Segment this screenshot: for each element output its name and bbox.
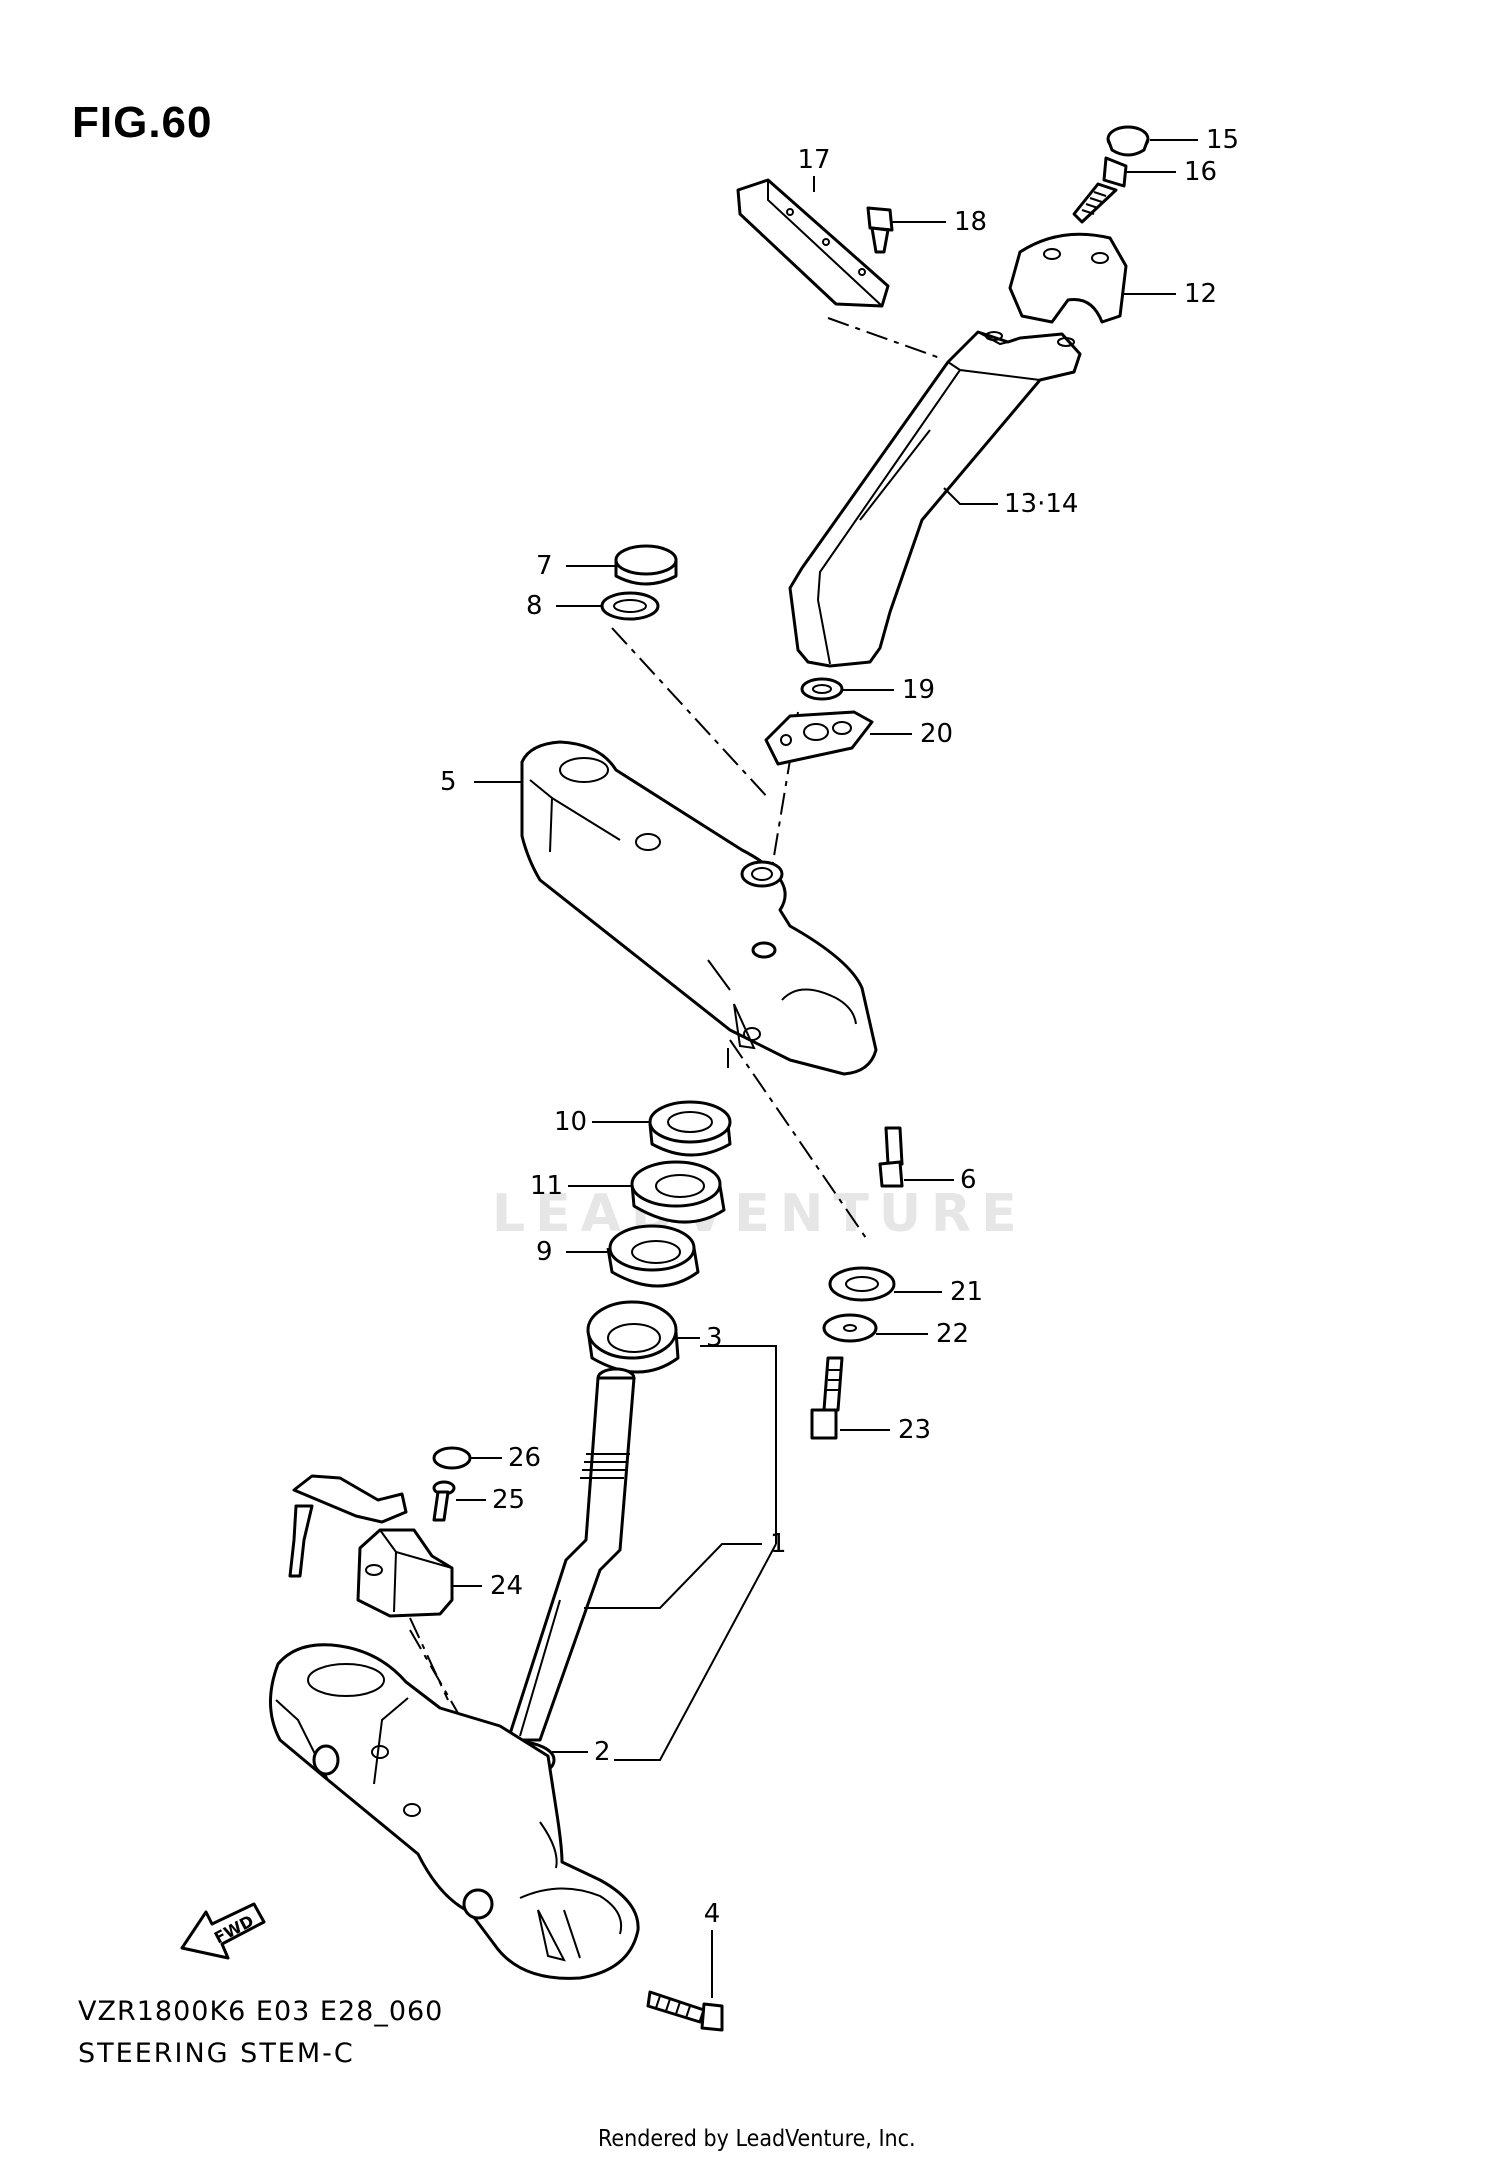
callout-label-14: 15 [1206,125,1239,155]
part-26-cap [432,1446,472,1470]
callout-label-23: 24 [490,1571,523,1601]
callout-label-12: 12 [1184,279,1217,309]
callout-label-8: 8 [526,591,543,621]
callout-label-24: 25 [492,1485,525,1515]
part-23-bolt [810,1356,844,1440]
callout-label-15: 16 [1184,157,1217,187]
part-3-bearing [586,1300,680,1374]
callout-label-19: 20 [920,719,953,749]
callout-label-4: 4 [704,1899,721,1929]
diagram-subtitle: STEERING STEM-C [78,2038,355,2069]
part-8-washer [600,591,660,621]
callout-labels: 12345678910111213·1415161718192021222324… [440,125,1239,1929]
part-22-washer [822,1313,878,1343]
part-13-14-handlebar [788,330,1082,668]
watermark: LEADVENTURE [492,1184,1027,1244]
stem-bracket-leader [614,1345,777,1761]
part-15-cap [1106,125,1150,157]
part-5-upper-bracket [520,740,878,1076]
part-18-bolt [866,206,894,254]
part-24-steering-lock [288,1474,454,1618]
part-20-plate [764,710,874,766]
part-6-bolt [878,1126,904,1188]
callout-label-25: 26 [508,1443,541,1473]
part-7-nut [614,544,678,586]
callout-label-1: 1 [770,1529,787,1559]
model-code: VZR1800K6 E03 E28_060 [78,1996,444,2027]
callout-label-22: 23 [898,1415,931,1445]
part-16-bolt [1072,156,1128,224]
footer-credit: Rendered by LeadVenture, Inc. [598,2126,916,2152]
part-11-seal [630,1160,726,1224]
part-19-washer [800,677,844,701]
callout-label-20: 21 [950,1277,983,1307]
callout-label-9: 9 [536,1237,553,1267]
part-25-screw [432,1480,456,1522]
fwd-arrow-icon: FWD [180,1902,266,1960]
callout-label-2: 2 [594,1737,611,1767]
callout-label-13: 13·14 [1004,489,1078,519]
callout-label-7: 7 [536,551,553,581]
callout-label-17: 18 [954,207,987,237]
callout-label-6: 6 [960,1165,977,1195]
lower-bracket [268,1643,640,1980]
part-17-plate [736,178,890,308]
callout-label-3: 3 [706,1323,723,1353]
callout-leaders [452,139,1198,1998]
part-21-washer [828,1266,896,1302]
part-10-ring [648,1100,732,1157]
callout-label-5: 5 [440,767,457,797]
part-1-steering-stem [506,1367,636,1742]
callout-label-18: 19 [902,675,935,705]
part-12-upper-holder [1008,232,1128,324]
figure-title: FIG.60 [72,98,213,147]
callout-label-16: 17 [797,145,830,175]
callout-leader-1 [584,1543,762,1609]
callout-label-11: 11 [530,1171,563,1201]
callout-leader-13 [943,487,998,505]
callout-label-10: 10 [554,1107,587,1137]
callout-label-21: 22 [936,1319,969,1349]
part-9-bearing [606,1224,700,1288]
part-4-bolt [646,1990,724,2032]
